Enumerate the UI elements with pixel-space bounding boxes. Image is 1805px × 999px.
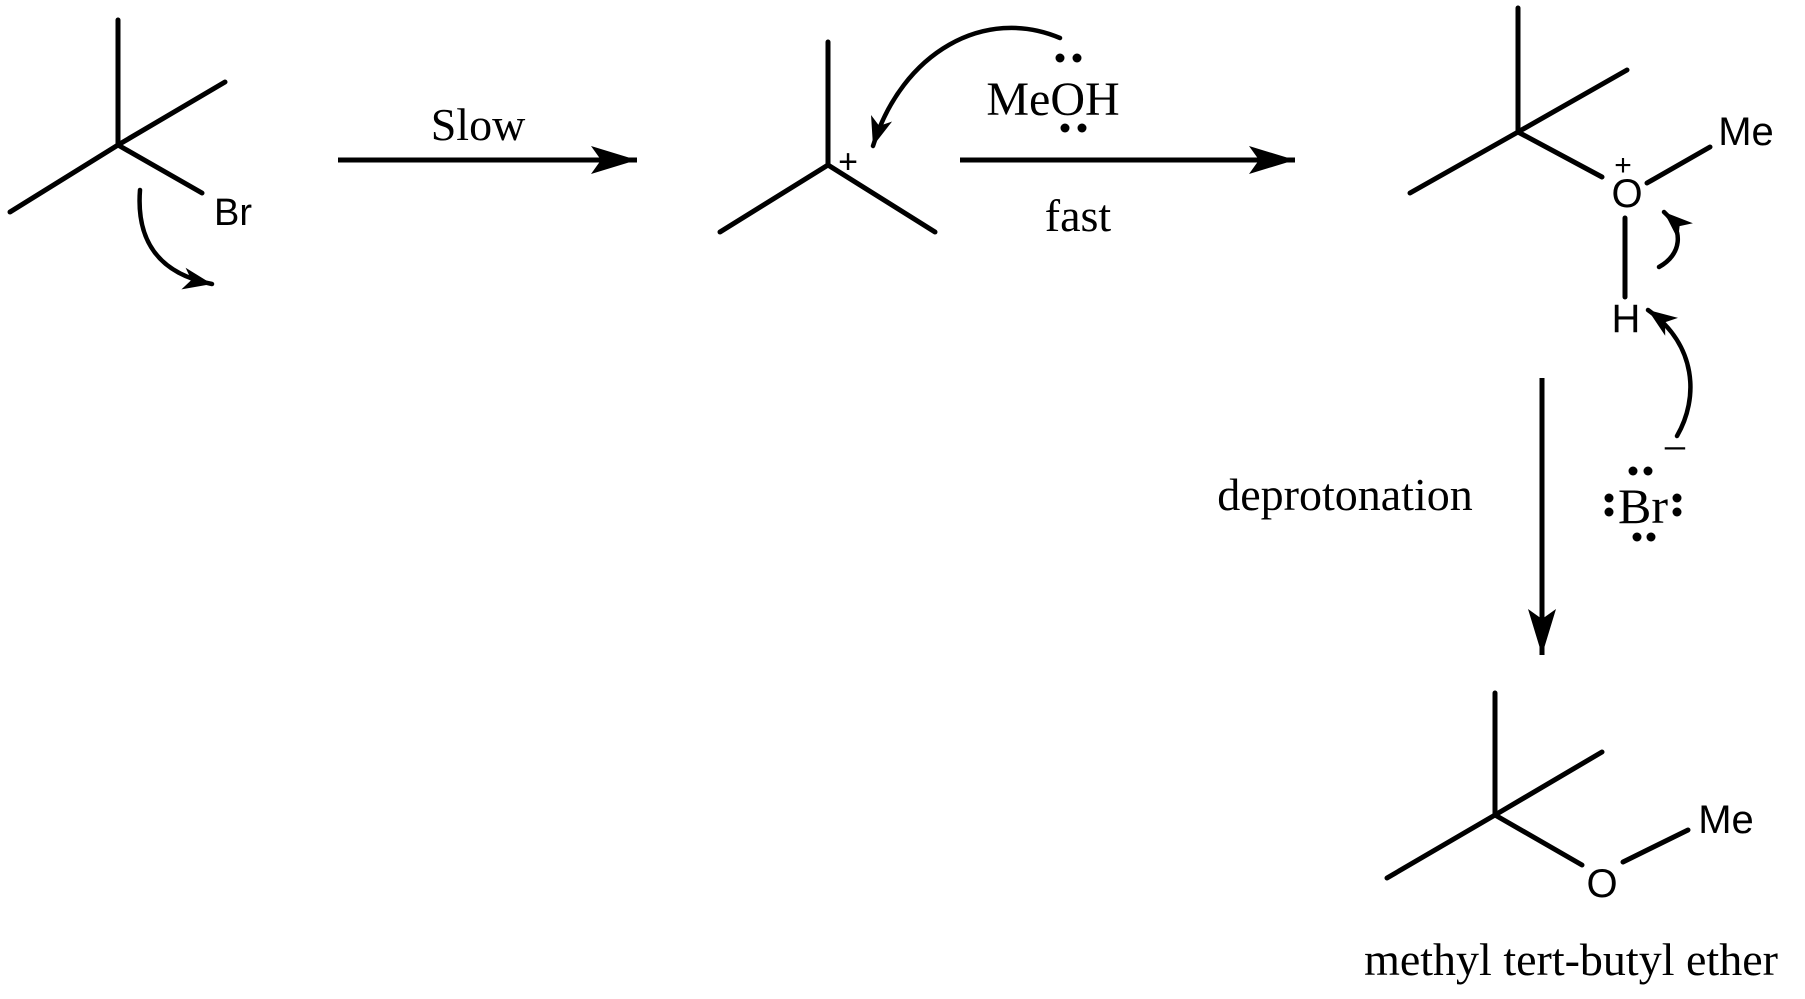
molecule-methyl-tert-butyl-ether: O Me methyl tert-butyl ether xyxy=(1364,690,1778,985)
bond-methyl-lower-left xyxy=(717,162,831,235)
bromine-label: Br xyxy=(214,192,252,234)
molecule-tert-butyl-cation: + xyxy=(717,39,938,235)
fast-label: fast xyxy=(1045,190,1112,241)
bond-methyl-lower-left xyxy=(1407,129,1521,196)
bond-oxygen-methyl xyxy=(1620,827,1691,865)
bond-methyl-upper-right xyxy=(115,79,228,148)
proton-label: H xyxy=(1612,297,1641,341)
slow-label: Slow xyxy=(431,99,526,150)
lone-pair-dot xyxy=(1646,532,1656,542)
nucleophilic-attack-electron-arrow xyxy=(870,25,1063,149)
bromide-deprotonation-electron-arrow xyxy=(1645,307,1693,439)
molecule-protonated-ether-intermediate: O + Me H xyxy=(1407,5,1774,439)
bond-methyl-lower-left xyxy=(7,142,121,215)
bond-methyl-lower-left xyxy=(1384,812,1498,881)
deprotonation-label: deprotonation xyxy=(1217,469,1473,520)
carbocation-plus-charge: + xyxy=(838,143,858,181)
bromide-minus-charge: − xyxy=(1663,424,1688,473)
lone-pair-dot xyxy=(1072,53,1082,63)
reaction-arrow-slow: Slow xyxy=(338,99,637,174)
bond-methyl-lower-right xyxy=(825,162,938,235)
lone-pair-dot xyxy=(1643,466,1653,476)
ion-bromide: Br − xyxy=(1604,424,1688,542)
bond-methyl-upper-right xyxy=(1515,67,1630,135)
lone-pair-dot xyxy=(1628,466,1638,476)
nucleophile-methanol: MeOH xyxy=(870,25,1120,149)
ionization-electron-arrow xyxy=(137,187,215,290)
molecule-tert-butyl-bromide: Br xyxy=(7,17,252,290)
bond-oxygen-methyl xyxy=(1644,144,1713,186)
bromide-label: Br xyxy=(1618,478,1668,534)
reaction-arrow-deprotonation: deprotonation xyxy=(1217,378,1556,655)
bond-carbon-bromine xyxy=(115,142,205,196)
oxygen-label: O xyxy=(1586,862,1617,906)
oh-bond-electron-arrow xyxy=(1656,209,1693,270)
lone-pair-dot xyxy=(1604,507,1614,517)
methyl-label: Me xyxy=(1698,798,1754,842)
lone-pair-dot xyxy=(1060,123,1070,133)
bond-carbon-oxygen xyxy=(1492,812,1585,868)
product-name-label: methyl tert-butyl ether xyxy=(1364,934,1778,985)
oxygen-label: O xyxy=(1611,172,1642,216)
bond-carbon-oxygen xyxy=(1515,129,1605,180)
meoh-label: MeOH xyxy=(986,73,1119,126)
lone-pair-dot xyxy=(1055,53,1065,63)
lone-pair-dot xyxy=(1672,507,1682,517)
reaction-arrow-fast: fast xyxy=(960,146,1295,241)
oxygen-plus-charge: + xyxy=(1614,149,1632,182)
lone-pair-dot xyxy=(1604,493,1614,503)
lone-pair-dot xyxy=(1077,123,1087,133)
lone-pair-dot xyxy=(1632,532,1642,542)
lone-pair-dot xyxy=(1672,493,1682,503)
bond-methyl-upper-right xyxy=(1492,749,1605,818)
methyl-label: Me xyxy=(1718,110,1774,154)
